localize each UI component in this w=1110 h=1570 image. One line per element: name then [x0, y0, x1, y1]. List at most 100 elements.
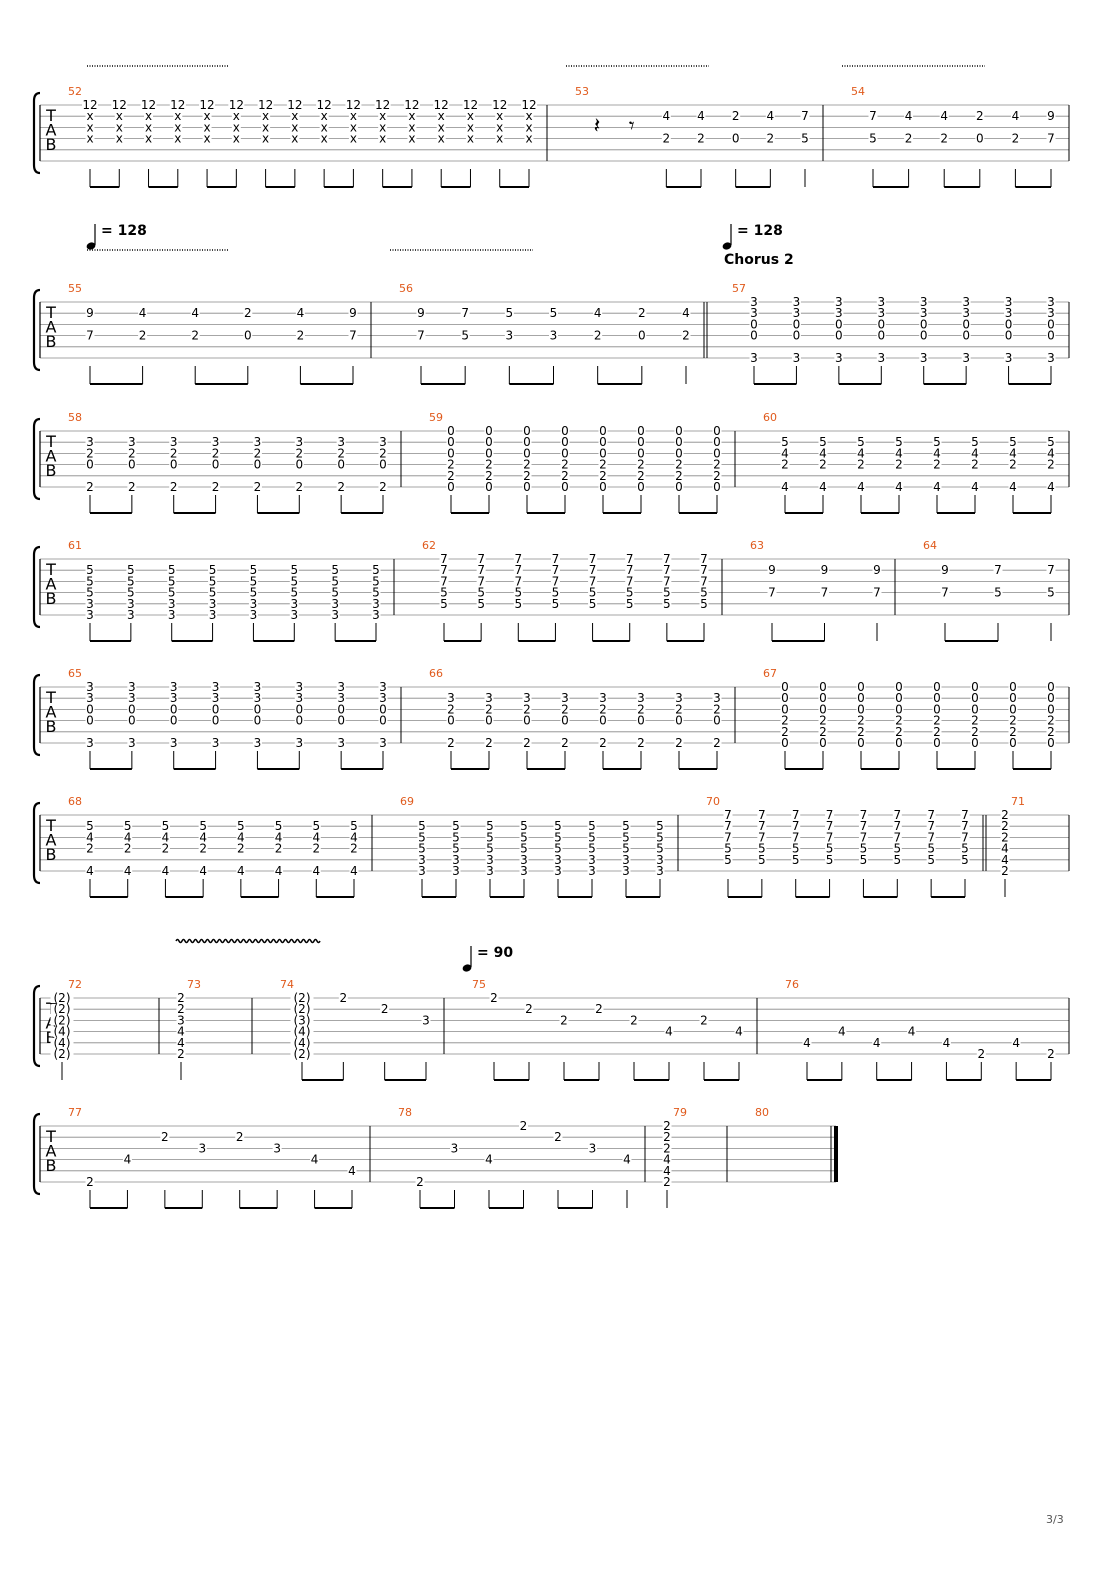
- fret-number: 3: [877, 306, 885, 320]
- fret-mask: [85, 122, 95, 133]
- fret-mask: [926, 832, 936, 843]
- fret-number: 2: [523, 702, 531, 716]
- fret-mask: [519, 832, 529, 843]
- tab-clef-letter: T: [45, 106, 56, 125]
- fret-number: 5: [290, 586, 298, 600]
- tab-clef-letter: B: [46, 135, 57, 154]
- fret-number: 3: [337, 691, 345, 705]
- section-label: Chorus 2: [724, 252, 794, 268]
- fret-number: 2: [675, 458, 683, 472]
- fret-number: 3: [561, 691, 569, 705]
- fret-number: x: [321, 120, 328, 134]
- fret-number: 5: [893, 842, 901, 856]
- fret-number: 4: [1012, 109, 1020, 123]
- fret-mask: [211, 704, 221, 715]
- fret-mask: [712, 459, 722, 470]
- fret-number: 5: [1009, 435, 1017, 449]
- fret-mask: [757, 832, 767, 843]
- fret-number: 0: [447, 446, 455, 460]
- fret-number: 5: [933, 435, 941, 449]
- fret-number: 5: [520, 819, 528, 833]
- fret-mask: [1004, 308, 1014, 319]
- fret-mask: [144, 111, 154, 122]
- fret-mask: [765, 111, 775, 122]
- fret-number: 0: [337, 702, 345, 716]
- rest-symbol: 𝄾: [629, 114, 635, 139]
- fret-mask: [349, 843, 359, 854]
- fret-number: x: [525, 132, 532, 146]
- fret-number: 3: [962, 306, 970, 320]
- fret-mask: [519, 854, 529, 865]
- fret-mask: [289, 587, 299, 598]
- fret-number: x: [86, 109, 93, 123]
- fret-mask: [636, 448, 646, 459]
- fret-number: x: [291, 109, 298, 123]
- fret-number: 3: [588, 864, 596, 878]
- fret-number: 0: [971, 736, 979, 750]
- fret-mask: [553, 821, 563, 832]
- fret-number: 3: [1005, 351, 1013, 365]
- fret-mask: [451, 866, 461, 876]
- fret-number: 2: [170, 480, 178, 494]
- fret-mask: [522, 704, 532, 715]
- fret-number: 9: [873, 563, 881, 577]
- fret-number: 2: [638, 306, 646, 320]
- fret-mask: [378, 448, 388, 459]
- fret-number: 3: [379, 691, 387, 705]
- tab-clef-letter: B: [46, 589, 57, 608]
- fret-number: 3: [835, 351, 843, 365]
- fret-mask: [127, 437, 137, 448]
- fret-mask: [491, 100, 508, 110]
- fret-mask: [446, 738, 456, 748]
- fret-number: (2): [54, 991, 71, 1005]
- fret-number: 0: [637, 424, 645, 438]
- fret-mask: [330, 576, 340, 587]
- fret-number: 4: [857, 480, 865, 494]
- fret-mask: [780, 693, 790, 704]
- fret-mask: [699, 554, 709, 564]
- fret-mask: [378, 704, 388, 715]
- fret-number: 0: [128, 702, 136, 716]
- fret-number: 2: [819, 714, 827, 728]
- fret-number: x: [408, 109, 415, 123]
- fret-mask: [451, 821, 461, 832]
- fret-mask: [625, 554, 635, 564]
- fret-number: 5: [927, 842, 935, 856]
- fret-mask: [970, 738, 980, 748]
- fret-mask: [169, 704, 179, 715]
- fret-mask: [85, 843, 95, 854]
- fret-number: 5: [312, 819, 320, 833]
- fret-number: 7: [860, 819, 868, 833]
- fret-mask: [211, 482, 221, 492]
- fret-number: 2: [1001, 819, 1009, 833]
- fret-mask: [894, 715, 904, 726]
- fret-mask: [655, 854, 665, 865]
- fret-number: 3: [212, 736, 220, 750]
- fret-number: 5: [588, 830, 596, 844]
- fret-number: 2: [254, 446, 262, 460]
- fret-mask: [286, 100, 303, 110]
- fret-number: 0: [713, 424, 721, 438]
- fret-mask: [674, 437, 684, 448]
- fret-mask: [856, 682, 866, 692]
- system-bracket: [32, 91, 41, 175]
- measure-number: 78: [398, 1106, 412, 1119]
- fret-mask: [757, 810, 767, 820]
- fret-mask: [587, 843, 597, 854]
- fret-number: 4: [665, 1025, 673, 1039]
- fret-mask: [622, 1154, 632, 1165]
- fret-mask: [1046, 726, 1056, 737]
- fret-mask: [791, 297, 801, 307]
- tab-system: TAB6854245424542454245424542454245424695…: [32, 795, 1070, 898]
- fret-number: 4: [735, 1025, 743, 1039]
- fret-number: 4: [1009, 480, 1017, 494]
- fret-mask: [941, 1037, 951, 1048]
- fret-mask: [621, 854, 631, 865]
- fret-number: 0: [638, 329, 646, 343]
- fret-mask: [495, 111, 505, 122]
- tempo-mark: = 128: [722, 223, 783, 250]
- fret-mask: [446, 437, 456, 448]
- fret-number: x: [467, 132, 474, 146]
- fret-mask: [290, 1004, 314, 1015]
- fret-number: 0: [877, 329, 885, 343]
